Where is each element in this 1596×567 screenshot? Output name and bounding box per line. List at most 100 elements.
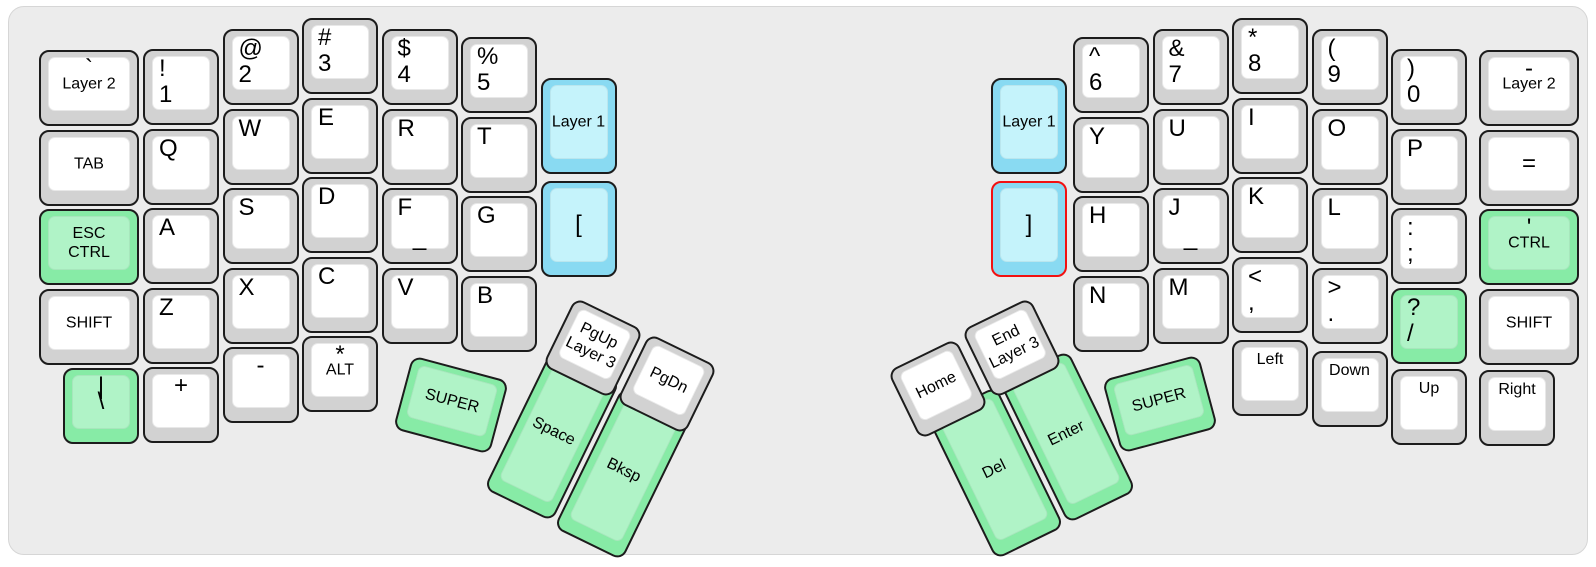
- key-legend-tl: F: [397, 194, 413, 221]
- keycap-layer1-right: Layer 1: [1000, 85, 1058, 159]
- key-amp-7[interactable]: &7: [1152, 29, 1229, 105]
- key-legend-tl: %: [477, 43, 499, 70]
- key-super-left[interactable]: SUPER: [392, 355, 510, 455]
- key-legend-tc: Left: [1256, 351, 1284, 368]
- key-legend-tc: +: [173, 372, 188, 399]
- keycap-y: Y: [1082, 123, 1140, 178]
- key-legend-tl: >: [1327, 273, 1342, 301]
- key-shift-right[interactable]: SHIFT: [1479, 288, 1579, 365]
- keycap-lbracket: [: [549, 188, 608, 262]
- key-arrow-down[interactable]: Down: [1311, 351, 1388, 427]
- key-p[interactable]: P: [1391, 128, 1467, 205]
- key-i[interactable]: I: [1232, 97, 1308, 174]
- key-pipe-backslash[interactable]: |\: [63, 368, 139, 444]
- key-legend-c: Bksp: [604, 454, 644, 486]
- key-legend-c: Enter: [1045, 417, 1088, 450]
- key-a[interactable]: A: [143, 208, 219, 284]
- key-t[interactable]: T: [461, 116, 537, 193]
- keycap-rbracket: ]: [1000, 188, 1058, 262]
- key-u[interactable]: U: [1152, 108, 1229, 185]
- key-f[interactable]: F_: [381, 188, 458, 264]
- key-arrow-up[interactable]: Up: [1391, 369, 1467, 445]
- keycap-d: D: [311, 184, 369, 238]
- keycap-z: Z: [152, 294, 210, 349]
- key-plus[interactable]: +: [143, 367, 219, 443]
- key-l[interactable]: L: [1311, 188, 1388, 264]
- key-caret-6[interactable]: ^6: [1073, 37, 1149, 113]
- key-v[interactable]: V: [381, 267, 458, 344]
- key-j[interactable]: J_: [1152, 188, 1229, 264]
- key-lt-comma[interactable]: <,: [1232, 256, 1308, 333]
- key-d[interactable]: D: [302, 177, 378, 253]
- key-percent-5[interactable]: %5: [461, 37, 537, 113]
- key-rbracket[interactable]: ]: [991, 181, 1067, 277]
- key-g[interactable]: G: [461, 196, 537, 272]
- key-legend-bl: /: [1407, 319, 1414, 347]
- key-m[interactable]: M: [1152, 267, 1229, 344]
- key-r[interactable]: R: [381, 108, 458, 185]
- keycap-pipe-backslash: |\: [72, 374, 130, 429]
- key-tab[interactable]: TAB: [39, 129, 139, 206]
- keycap-pgup-layer3: PgUp Layer 3: [556, 307, 633, 382]
- key-star-8[interactable]: *8: [1232, 18, 1308, 94]
- key-esc-ctrl[interactable]: ESC CTRL: [39, 209, 139, 285]
- key-grave-layer2[interactable]: `Layer 2: [39, 50, 139, 126]
- key-q[interactable]: Q: [143, 128, 219, 205]
- key-legend-tl: U: [1168, 114, 1186, 142]
- key-colon-semi[interactable]: :;: [1391, 208, 1467, 284]
- key-equals[interactable]: =: [1479, 129, 1579, 206]
- key-arrow-left[interactable]: Left: [1232, 340, 1308, 416]
- key-excl-1[interactable]: !1: [143, 49, 219, 125]
- keycap-t: T: [470, 123, 528, 178]
- key-s[interactable]: S: [222, 188, 299, 264]
- keycap-end-layer3: End Layer 3: [972, 307, 1049, 382]
- key-layer1-left[interactable]: Layer 1: [540, 78, 617, 174]
- key-dollar-4[interactable]: $4: [381, 29, 458, 105]
- key-legend-bl: 3: [318, 50, 332, 77]
- key-gt-period[interactable]: >.: [1311, 267, 1388, 344]
- key-question-slash[interactable]: ?/: [1391, 287, 1467, 364]
- key-legend-c: ALT: [325, 361, 355, 379]
- key-b[interactable]: B: [461, 275, 537, 352]
- key-hash-3[interactable]: #3: [302, 18, 378, 94]
- key-paren-0[interactable]: )0: [1391, 49, 1467, 125]
- key-legend-c: PgUp Layer 3: [562, 319, 621, 373]
- key-legend-tl: I: [1248, 103, 1255, 131]
- key-y[interactable]: Y: [1073, 116, 1149, 193]
- key-k[interactable]: K: [1232, 177, 1308, 253]
- keycap-paren-0: )0: [1400, 56, 1458, 110]
- key-c[interactable]: C: [302, 256, 378, 333]
- key-legend-tl: (: [1327, 35, 1336, 62]
- key-legend-c: SUPER: [423, 385, 481, 417]
- key-h[interactable]: H: [1073, 196, 1149, 272]
- key-legend-tl: B: [477, 281, 494, 309]
- keycap-shift-right: SHIFT: [1488, 295, 1570, 350]
- key-shift-left[interactable]: SHIFT: [39, 288, 139, 365]
- key-legend-bl: 2: [238, 61, 252, 88]
- keycap-paren-9: (9: [1320, 35, 1379, 90]
- key-quote-ctrl[interactable]: 'CTRL: [1479, 209, 1579, 285]
- key-star-alt[interactable]: *ALT: [302, 336, 378, 412]
- keycap-home: Home: [898, 348, 975, 423]
- keycap-minus: -: [231, 353, 290, 408]
- keycap-grave-layer2: `Layer 2: [48, 55, 130, 111]
- key-n[interactable]: N: [1073, 275, 1149, 352]
- key-arrow-right[interactable]: Right: [1479, 370, 1555, 446]
- keycap-f: F_: [390, 194, 449, 251]
- key-w[interactable]: W: [222, 108, 299, 185]
- key-z[interactable]: Z: [143, 287, 219, 364]
- key-lbracket[interactable]: [: [540, 181, 617, 277]
- key-super-right[interactable]: SUPER: [1101, 354, 1219, 454]
- key-legend-bl: ,: [1248, 288, 1255, 316]
- key-paren-9[interactable]: (9: [1311, 29, 1388, 105]
- key-x[interactable]: X: [222, 267, 299, 344]
- key-legend-bl: 9: [1327, 61, 1341, 88]
- key-minus-layer2[interactable]: -Layer 2: [1479, 50, 1579, 126]
- key-o[interactable]: O: [1311, 108, 1388, 185]
- key-legend-tc: `: [85, 55, 93, 82]
- key-layer1-right[interactable]: Layer 1: [991, 78, 1067, 174]
- keycap-star-alt: *ALT: [311, 342, 369, 397]
- key-e[interactable]: E: [302, 97, 378, 174]
- key-minus[interactable]: -: [222, 347, 299, 423]
- key-at-2[interactable]: @2: [222, 29, 299, 105]
